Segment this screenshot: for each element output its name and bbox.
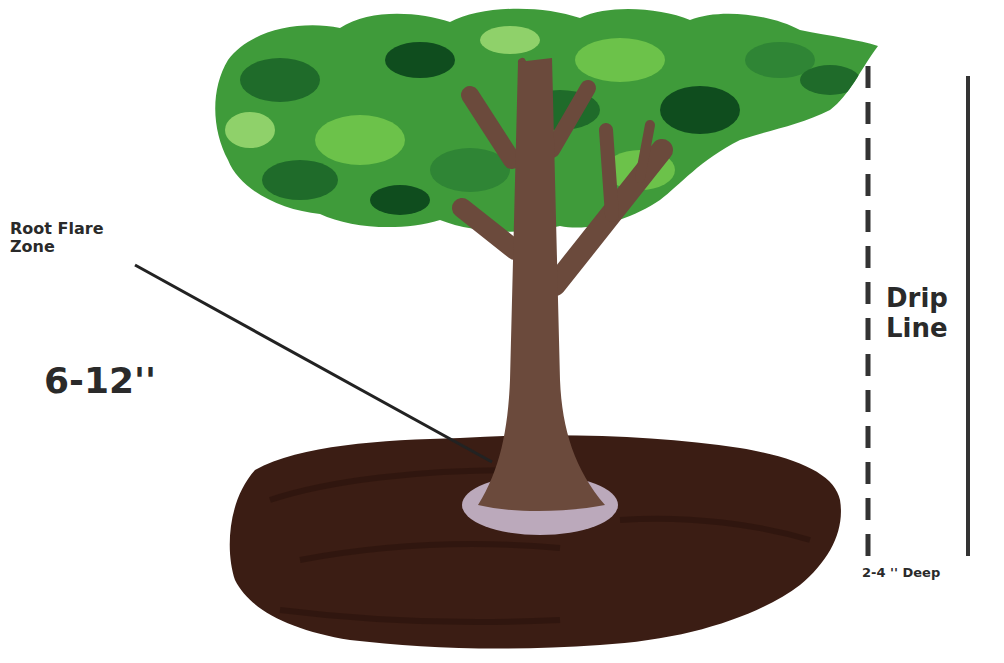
leader-line [135,265,492,462]
annotation-label: 2-4 '' Deep [862,566,1002,581]
leaf-patch [370,185,430,215]
branch [470,95,512,160]
branch [640,125,650,178]
drip-line-dashed [866,66,871,556]
leaf-patch [315,115,405,165]
branch [462,208,515,250]
leaf-patch [262,160,338,200]
trunk-and-branches [462,62,662,285]
height-line [966,76,970,556]
trunk [478,58,605,511]
leaf-patch [240,58,320,102]
branch [606,130,612,215]
annotation-label: Root Flare Zone [10,220,150,257]
leaf-patch [480,26,540,54]
branch [552,88,588,150]
annotation-label: 6-12'' [44,360,214,401]
leaf-patch [660,86,740,134]
leaf-patch [800,65,860,95]
leaf-patch [225,112,275,148]
annotation-label: Drip Line [886,284,961,344]
leaf-patch [575,38,665,82]
leaf-patch [385,42,455,78]
